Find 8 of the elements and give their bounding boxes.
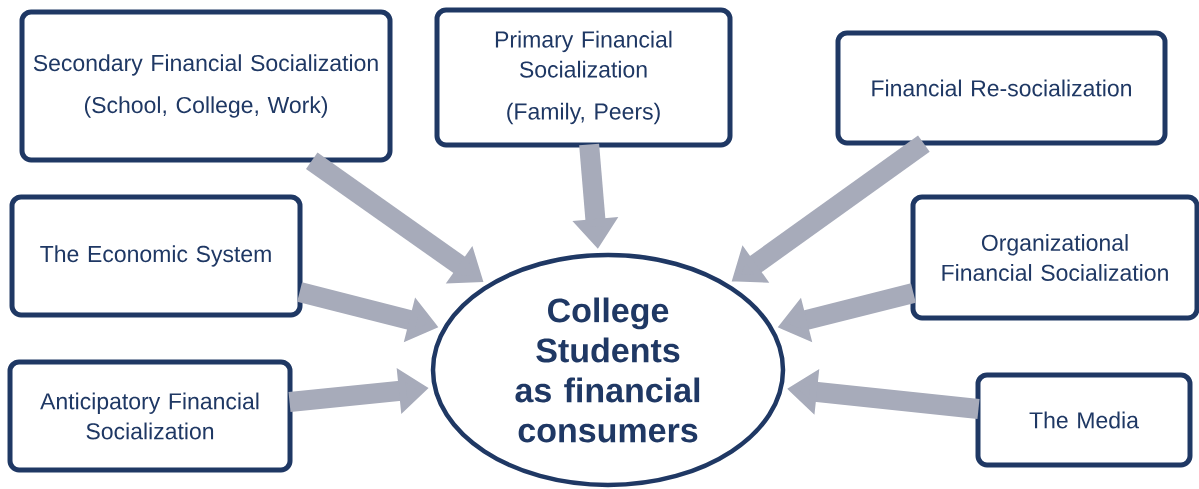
text-box: Organizational Financial Socialization — [910, 194, 1199, 321]
ellipse-node: College Students as financial consumers — [430, 252, 786, 488]
text-box: Primary Financial Socialization (Family, Peers) — [434, 7, 733, 148]
text-box: The Media — [975, 372, 1193, 468]
text-box: The Economic System — [9, 194, 303, 318]
text-box: Financial Re-socialization — [835, 30, 1168, 146]
text-box: Anticipatory Financial Socialization — [7, 359, 293, 473]
text-box: Secondary Financial Socialization (School, College, Work) — [19, 9, 393, 163]
